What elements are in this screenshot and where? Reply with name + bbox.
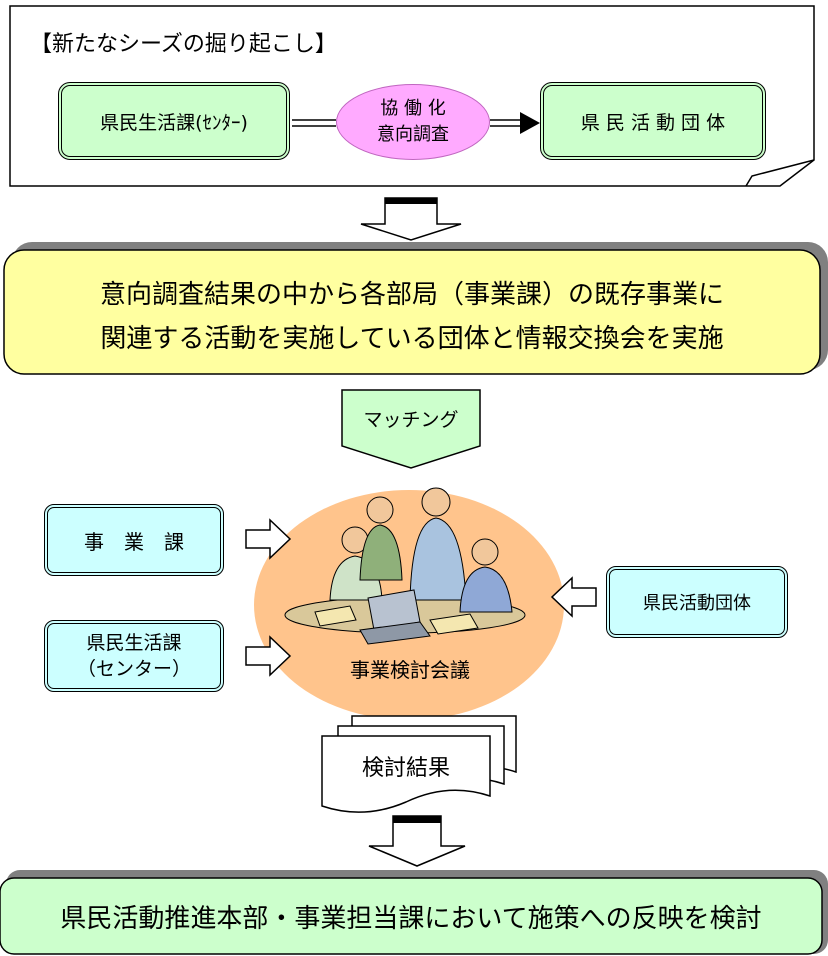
policy-review-banner-text: 県民活動推進本部・事業担当課において施策への反映を検討	[60, 903, 762, 934]
top-section-fold	[745, 159, 815, 187]
collaboration-survey-oval	[336, 84, 490, 160]
business-division-label: 事 業 課	[84, 529, 184, 554]
top-section-heading: 【新たなシーズの掘り起こし】	[30, 32, 337, 57]
prefecture-life-division-label: 県民生活課(ｾﾝﾀｰ)	[100, 111, 248, 134]
down-arrow-1	[360, 197, 462, 241]
prefecture-life-division-box	[58, 82, 290, 160]
arrow-in-1	[245, 518, 292, 560]
arrow-in-2	[245, 635, 292, 677]
collaboration-survey-label: 協 働 化 意向調査	[377, 98, 449, 145]
down-arrow-2	[368, 815, 466, 867]
meeting-people-illustration	[284, 487, 526, 645]
arrow-in-3	[550, 576, 597, 618]
review-results-label: 検討結果	[361, 756, 450, 781]
arrow-head-right	[520, 112, 540, 134]
document-front	[321, 735, 491, 813]
matching-label: マッチング	[363, 408, 459, 431]
civic-groups-box-right	[606, 566, 788, 638]
banner1-body	[3, 249, 821, 375]
life-division-center-box	[44, 620, 224, 692]
banner2-body	[0, 877, 823, 955]
document-stack	[321, 715, 517, 813]
business-review-meeting-label: 事業検討会議	[350, 657, 470, 682]
info-exchange-banner-line2: 関連する活動を実施している団体と情報交換会を実施	[100, 323, 724, 354]
civic-groups-box-top	[540, 82, 766, 160]
info-exchange-banner-line1: 意向調査結果の中から各部局（事業課）の既存事業に	[99, 279, 724, 310]
life-division-center-label: 県民生活課 （センター）	[76, 632, 191, 680]
civic-groups-label-top: 県 民 活 動 団 体	[580, 111, 726, 134]
matching-arrow	[341, 389, 481, 469]
business-division-box	[44, 504, 224, 576]
civic-groups-label-right: 県民活動団体	[643, 593, 751, 614]
